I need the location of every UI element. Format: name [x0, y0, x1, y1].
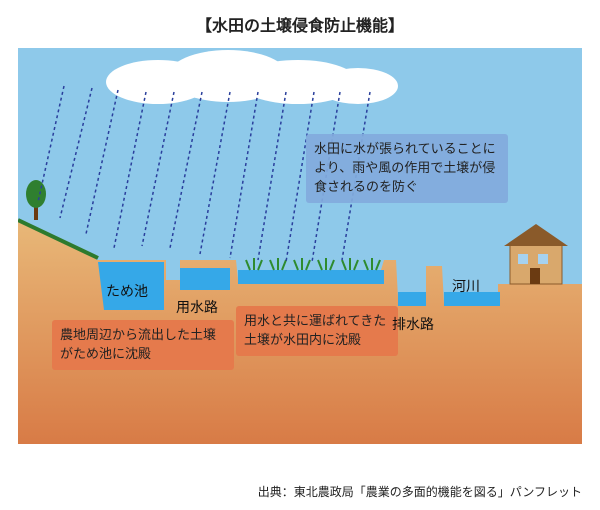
drain-water: [398, 292, 426, 306]
paddy-water: [238, 270, 384, 284]
label-river: 河川: [452, 279, 480, 295]
pond-water: [98, 262, 164, 310]
label-drain-channel: 排水路: [392, 317, 434, 333]
river-water: [444, 292, 500, 306]
rain-note: 水田に水が張られていることにより、雨や風の作用で土壌が侵食されるのを防ぐ: [306, 134, 508, 203]
grass-slope: [18, 218, 99, 260]
feed-canal-water: [180, 268, 230, 290]
cloud-icon: [106, 50, 398, 104]
label-feed-canal: 用水路: [176, 300, 218, 316]
paddy-note: 用水と共に運ばれてきた土壌が水田内に沈殿: [236, 306, 398, 356]
pond-note: 農地周辺から流出した土壌がため池に沈殿: [52, 320, 234, 370]
source-credit: 出典：東北農政局「農業の多面的機能を図る」パンフレット: [257, 485, 582, 499]
erosion-diagram: [18, 48, 582, 444]
rice-plants-icon: [245, 258, 381, 271]
label-pond: ため池: [106, 284, 148, 300]
page-title: 【水田の土壌侵食防止機能】: [195, 16, 404, 35]
house-icon: [504, 224, 568, 285]
